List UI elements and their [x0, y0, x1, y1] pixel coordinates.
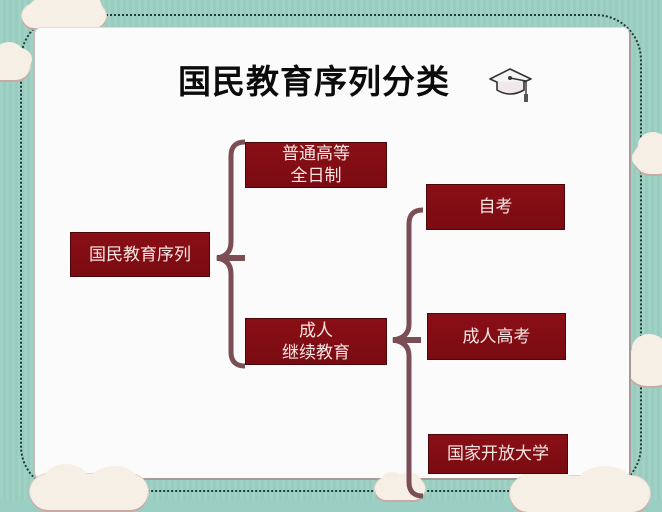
- connector-brace-adult: [392, 207, 424, 499]
- node-open-university-of-china: 国家开放大学: [428, 434, 568, 474]
- node-adult-college-entrance-exam: 成人高考: [427, 313, 566, 360]
- cloud-decoration: [510, 464, 650, 512]
- node-self-study-exam: 自考: [426, 184, 565, 230]
- cloud-decoration: [30, 464, 148, 510]
- node-national-education-sequence: 国民教育序列: [70, 232, 210, 277]
- node-label: 国家开放大学: [447, 444, 549, 464]
- node-label: 成人: [299, 320, 333, 341]
- node-label: 普通高等: [282, 144, 350, 164]
- node-label: 成人高考: [462, 326, 531, 347]
- cloud-decoration: [22, 0, 106, 28]
- node-label: 自考: [478, 197, 513, 217]
- page-title: 国民教育序列分类: [178, 62, 450, 101]
- node-label: 继续教育: [282, 342, 350, 363]
- cloud-decoration: [632, 132, 662, 174]
- connector-brace-root: [216, 139, 246, 369]
- cloud-decoration: [0, 42, 32, 80]
- graduation-cap-icon: [489, 68, 532, 102]
- node-label: 全日制: [290, 166, 342, 186]
- node-adult-continuing-education: 成人 继续教育: [245, 318, 387, 365]
- node-regular-full-time-higher-ed: 普通高等 全日制: [245, 142, 387, 188]
- cloud-decoration: [622, 334, 662, 386]
- node-label: 国民教育序列: [89, 244, 191, 265]
- dotted-border-decoration: [20, 14, 642, 492]
